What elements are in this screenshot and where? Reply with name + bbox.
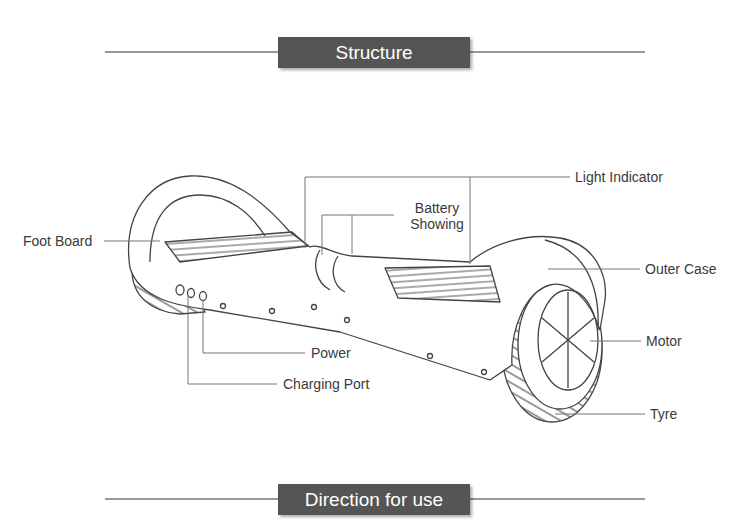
part-label: Motor: [646, 333, 682, 349]
part-label: Outer Case: [645, 261, 717, 277]
left-foot-board: [165, 232, 308, 262]
right-foot-board: [385, 266, 500, 302]
side-holes: [176, 285, 487, 375]
header-rule: [105, 52, 645, 499]
part-label: Battery Showing: [397, 200, 477, 232]
hub-spokes: [542, 292, 594, 388]
heading-text: Direction for use: [305, 489, 443, 511]
part-label: Light Indicator: [575, 169, 663, 185]
heading-band: Structure: [278, 37, 470, 68]
part-label: Power: [311, 345, 351, 361]
motor-hub: [538, 290, 598, 390]
heading-text: Structure: [335, 42, 412, 64]
leader-lines: [104, 177, 645, 414]
center-joint: [316, 250, 345, 292]
part-label: Foot Board: [23, 233, 92, 249]
part-label: Charging Port: [283, 376, 369, 392]
end-cap: [545, 240, 598, 330]
part-label: Tyre: [650, 406, 677, 422]
outer-case: [129, 176, 606, 380]
heading-band: Direction for use: [278, 484, 470, 515]
